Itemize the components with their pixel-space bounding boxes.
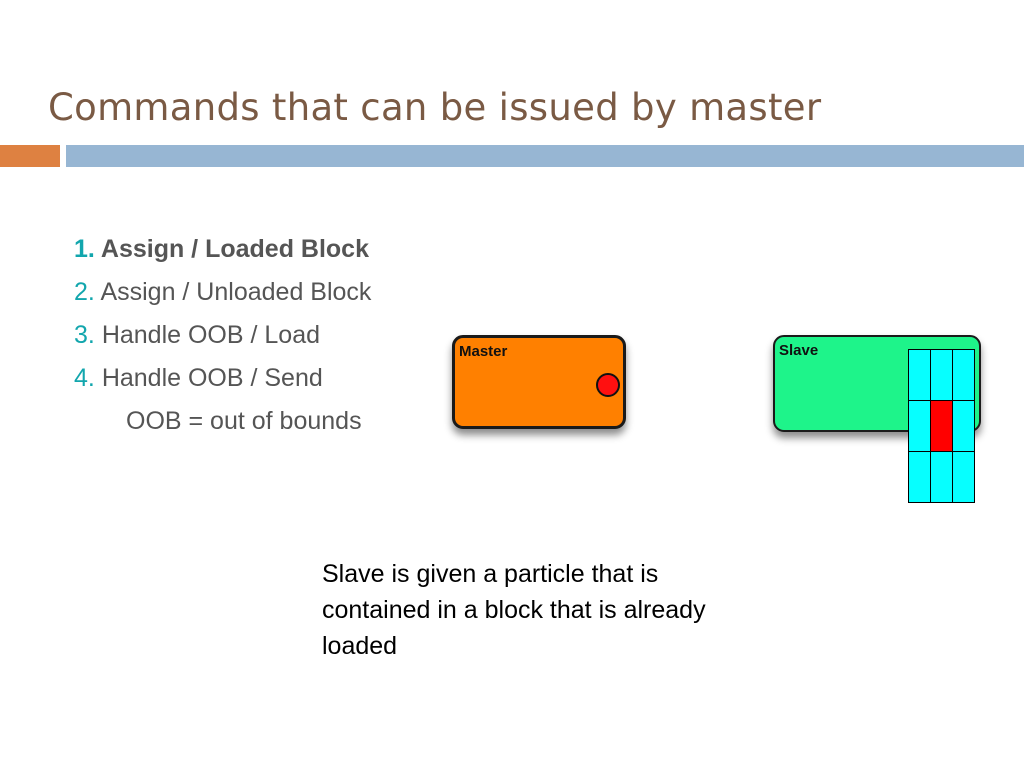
list-number: 2.: [74, 278, 95, 306]
master-node: Master: [452, 335, 626, 429]
list-label: Assign / Loaded Block: [100, 235, 369, 263]
block-cell: [909, 350, 931, 401]
list-number: 4.: [74, 364, 95, 392]
list-item: 1. Assign / Loaded Block: [74, 232, 371, 275]
title-accent-bar: [0, 145, 60, 167]
list-label: Handle OOB / Load: [101, 321, 321, 349]
loaded-block-cell: [931, 401, 953, 452]
list-label: Assign / Unloaded Block: [100, 278, 372, 306]
list-item: 2. Assign / Unloaded Block: [74, 275, 371, 318]
block-cell: [931, 452, 953, 503]
slave-label: Slave: [779, 342, 819, 359]
block-cell: [909, 452, 931, 503]
master-label: Master: [459, 343, 508, 360]
list-item: 3. Handle OOB / Load: [74, 318, 371, 361]
list-item: 4. Handle OOB / Send: [74, 361, 371, 404]
block-cell: [909, 401, 931, 452]
command-list: 1. Assign / Loaded Block 2. Assign / Unl…: [74, 232, 371, 447]
particle-icon: [596, 373, 620, 397]
slide-title: Commands that can be issued by master: [48, 86, 822, 129]
block-cell: [953, 350, 975, 401]
list-label: Handle OOB / Send: [101, 364, 323, 392]
block-grid: [908, 349, 975, 503]
block-cell: [953, 452, 975, 503]
list-number: 3.: [74, 321, 95, 349]
title-divider-bar: [66, 145, 1024, 167]
oob-note: OOB = out of bounds: [126, 407, 362, 435]
block-cell: [931, 350, 953, 401]
block-cell: [953, 401, 975, 452]
diagram-caption: Slave is given a particle that is contai…: [322, 560, 706, 660]
list-number: 1.: [74, 235, 95, 263]
